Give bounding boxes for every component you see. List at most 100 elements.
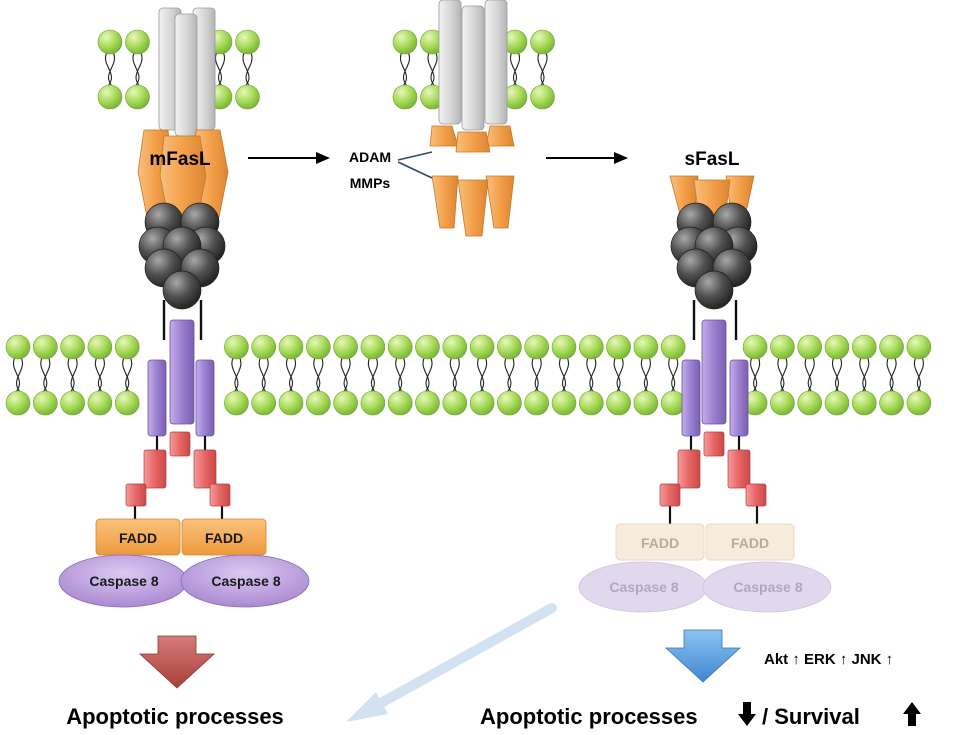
lipid-head [606, 390, 631, 416]
lipid-tail [67, 356, 75, 394]
lipid-tail [804, 356, 812, 394]
arrow-mfasl-to-cleavage [248, 152, 330, 164]
lipid-tail [507, 356, 515, 394]
lipid-head [97, 29, 123, 55]
lipid-tail [316, 356, 324, 394]
lipid-tail [834, 356, 843, 394]
lipid-tail [512, 51, 521, 88]
lipid-head [551, 390, 577, 416]
lipid-head [125, 29, 150, 55]
lipid-head [442, 334, 468, 360]
lipid-head [278, 334, 304, 360]
receptor-stalks [162, 300, 738, 340]
mmps-label: MMPs [350, 175, 391, 191]
lipid-head [797, 334, 823, 360]
lipid-head [906, 390, 932, 416]
lipid-tail [125, 356, 133, 394]
lipid-tail [534, 356, 542, 394]
lipid-head [530, 84, 555, 110]
lipid-tail [40, 356, 48, 394]
lipid-tail [831, 356, 840, 394]
lipid-head [906, 334, 932, 360]
lipid-tail [886, 356, 894, 394]
lipid-tail [509, 51, 518, 88]
caspase8-right-complex: Caspase 8 Caspase 8 [578, 561, 832, 613]
fadd-left-complex: FADD FADD [95, 518, 267, 556]
lipid-head [392, 84, 418, 110]
fadd-label-3: FADD [641, 535, 679, 551]
lipid-tail [399, 51, 408, 88]
lipid-tail [395, 356, 403, 394]
lipid-tail [558, 356, 567, 394]
fas-receptor-clusters-right [670, 202, 758, 310]
lipid-tail [780, 356, 788, 394]
kinase-activation-label: Akt ↑ ERK ↑ JNK ↑ [764, 651, 893, 668]
lipid-head [879, 334, 904, 360]
lipid-tail [586, 356, 594, 394]
mfasl-transmembrane-middle [438, 0, 508, 131]
lipid-head [469, 390, 495, 416]
lipid-tail [97, 356, 105, 394]
lipid-head [392, 29, 418, 55]
lipid-head [879, 390, 904, 416]
lipid-head [851, 334, 877, 360]
lipid-tail [104, 51, 113, 88]
lipid-tail [430, 51, 438, 88]
lipid-tail [889, 356, 897, 394]
death-domains-right [659, 431, 767, 524]
lipid-tail [540, 51, 548, 88]
lipid-tail [122, 356, 130, 394]
plasma-membrane [5, 334, 932, 416]
lipid-tail [343, 356, 351, 394]
apoptotic-processes-right: Apoptotic processes [480, 704, 698, 729]
lipid-head [851, 390, 877, 416]
caspase8-label-4: Caspase 8 [733, 579, 802, 595]
lipid-head [333, 334, 358, 360]
apoptotic-processes-left: Apoptotic processes [66, 704, 284, 729]
lipid-tail [245, 51, 253, 88]
lipid-tail [477, 356, 485, 394]
upper-left-membrane [97, 29, 260, 110]
lipid-tail [427, 51, 435, 88]
lipid-tail [422, 356, 430, 394]
lipid-head [87, 390, 113, 416]
lipid-tail [452, 356, 460, 394]
caspase8-left-complex: Caspase 8 Caspase 8 [58, 554, 310, 608]
lipid-tail [367, 356, 375, 394]
lipid-tail [777, 356, 785, 394]
lipid-head [497, 390, 522, 416]
lipid-head [415, 334, 440, 360]
lipid-head [305, 390, 331, 416]
lipid-tail [480, 356, 488, 394]
fadd-label-2: FADD [205, 530, 243, 546]
lipid-head [87, 334, 113, 360]
lipid-tail [504, 356, 512, 394]
lipid-tail [402, 51, 411, 88]
caspase8-label-1: Caspase 8 [89, 573, 158, 589]
lipid-head [5, 390, 31, 416]
lipid-tail [616, 356, 624, 394]
right-outcome-label: Apoptotic processes / Survival [480, 702, 921, 729]
lipid-tail [258, 356, 266, 394]
lipid-tail [234, 356, 242, 394]
receptor-domain-ball [694, 270, 734, 310]
lipid-head [606, 334, 631, 360]
lipid-head [32, 334, 58, 360]
fas-transmembrane-left [147, 319, 215, 437]
lipid-head [742, 334, 768, 360]
up-bold-arrow-icon [903, 702, 921, 726]
lipid-tail [537, 51, 545, 88]
lipid-tail [425, 356, 433, 394]
lipid-head [114, 390, 140, 416]
lipid-tail [285, 356, 294, 394]
lipid-head [442, 390, 468, 416]
lipid-tail [640, 356, 648, 394]
lipid-head [530, 29, 555, 55]
lipid-tail [561, 356, 570, 394]
lipid-tail [94, 356, 102, 394]
lipid-head [278, 390, 304, 416]
lipid-tail [862, 356, 870, 394]
down-bold-arrow-icon [738, 702, 756, 726]
lipid-tail [531, 356, 539, 394]
sfasl-label: sFasL [685, 149, 740, 170]
